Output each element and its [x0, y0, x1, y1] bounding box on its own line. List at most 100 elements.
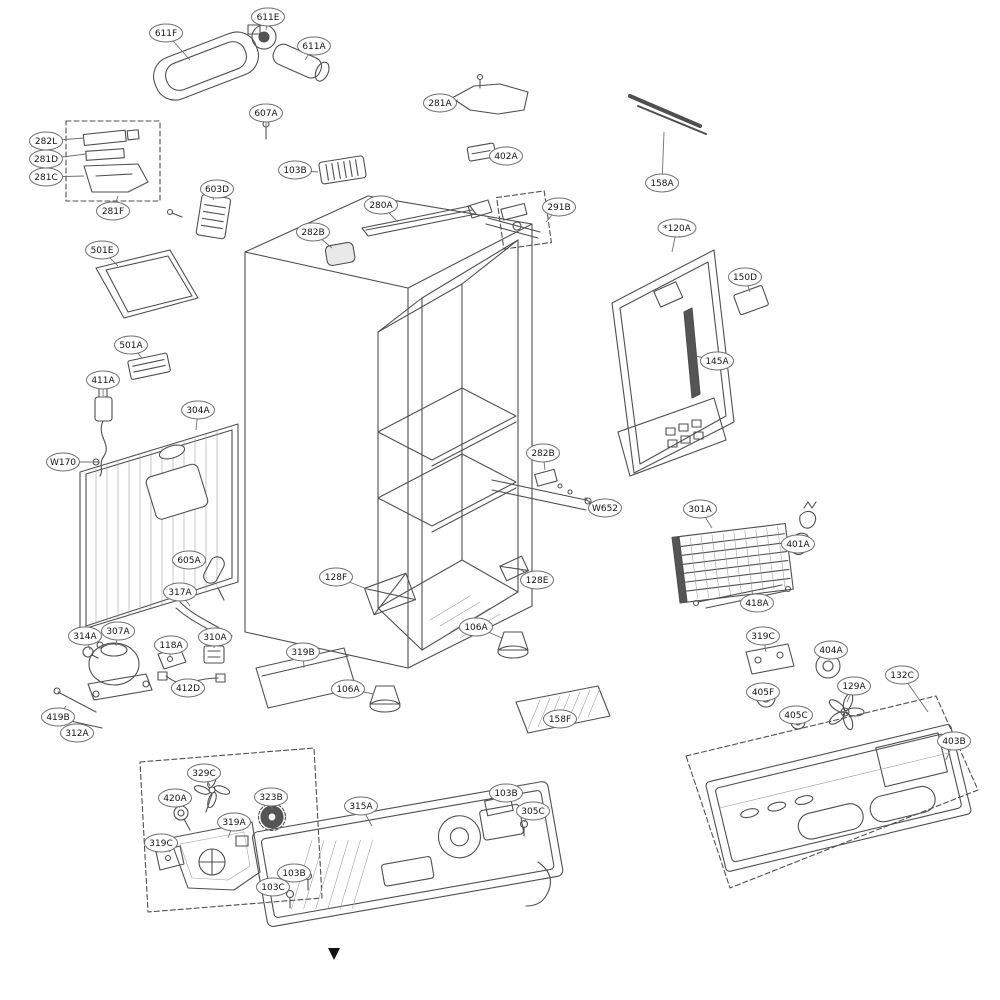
- svg-text:281A: 281A: [428, 99, 452, 109]
- callout-120A: *120A: [657, 218, 697, 238]
- callout-420A: 420A: [158, 788, 192, 808]
- svg-text:315A: 315A: [349, 802, 373, 812]
- svg-text:319C: 319C: [149, 839, 172, 849]
- callout-319C: 319C: [746, 626, 780, 646]
- svg-text:118A: 118A: [159, 641, 183, 651]
- svg-text:605A: 605A: [177, 556, 201, 566]
- svg-text:103B: 103B: [494, 789, 517, 799]
- callout-319A: 319A: [217, 812, 251, 832]
- callout-404A: 404A: [814, 640, 848, 660]
- svg-text:128F: 128F: [325, 573, 347, 583]
- svg-text:W170: W170: [50, 458, 76, 468]
- screw-W170: [92, 458, 100, 466]
- rail-parts-282B: [491, 468, 592, 511]
- tray-501E: [95, 249, 199, 319]
- relay-box-310A: [203, 645, 225, 664]
- drain-hose: [525, 861, 552, 907]
- power-cord-411A: [94, 388, 113, 477]
- callout-401A: 401A: [781, 534, 815, 554]
- callout-310A: 310A: [198, 627, 232, 647]
- svg-text:281F: 281F: [102, 207, 124, 217]
- callout-607A: 607A: [249, 103, 283, 123]
- callout-314A: 314A: [68, 626, 102, 646]
- registration-mark: [328, 948, 340, 960]
- svg-text:106A: 106A: [336, 685, 360, 695]
- svg-text:312A: 312A: [65, 729, 89, 739]
- svg-text:304A: 304A: [186, 406, 210, 416]
- svg-text:404A: 404A: [819, 646, 843, 656]
- callout-150D: 150D: [728, 267, 762, 287]
- svg-text:329C: 329C: [192, 769, 215, 779]
- base-tray-315A: [251, 781, 564, 927]
- svg-text:401A: 401A: [786, 540, 810, 550]
- cap-282B-top: [324, 241, 356, 267]
- svg-text:132C: 132C: [890, 671, 913, 681]
- leveling-foot-106A-left: [369, 685, 401, 713]
- svg-text:103B: 103B: [283, 166, 306, 176]
- fan-blade-129A: [828, 692, 865, 731]
- svg-text:150D: 150D: [733, 273, 757, 283]
- svg-text:307A: 307A: [106, 627, 130, 637]
- hinge-parts-box-281: [65, 120, 161, 202]
- callout-282L: 282L: [29, 131, 63, 151]
- svg-text:501A: 501A: [119, 341, 143, 351]
- callout-319B: 319B: [286, 642, 320, 662]
- leveling-foot-106A-right: [497, 631, 529, 659]
- callout-304A: 304A: [181, 400, 215, 420]
- callout-611A: 611A: [297, 36, 331, 56]
- svg-text:305C: 305C: [521, 807, 544, 817]
- svg-text:282B: 282B: [301, 228, 324, 238]
- callout-319C: 319C: [144, 833, 178, 853]
- rear-panel-304A: [79, 423, 239, 631]
- diagram-line-art: [53, 24, 979, 960]
- svg-text:158F: 158F: [549, 715, 571, 725]
- svg-text:W652: W652: [592, 504, 618, 514]
- svg-text:280A: 280A: [369, 201, 393, 211]
- callout-129A: 129A: [837, 676, 871, 696]
- svg-text:607A: 607A: [254, 109, 278, 119]
- callout-405C: 405C: [779, 705, 813, 725]
- svg-text:403B: 403B: [942, 737, 965, 747]
- fan-bracket-319C: [745, 643, 795, 675]
- drier-605A: [203, 556, 225, 601]
- svg-text:129A: 129A: [842, 682, 866, 692]
- svg-text:282L: 282L: [35, 137, 57, 147]
- callout-282B: 282B: [526, 443, 560, 463]
- callout-103C: 103C: [256, 877, 290, 897]
- svg-text:*120A: *120A: [663, 224, 692, 234]
- callout-W170: W170: [46, 452, 80, 472]
- callout-405F: 405F: [746, 682, 780, 702]
- callout-106A: 106A: [331, 679, 365, 699]
- callout-329C: 329C: [187, 763, 221, 783]
- callout-323B: 323B: [254, 787, 288, 807]
- svg-text:611A: 611A: [302, 42, 326, 52]
- callout-605A: 605A: [172, 550, 206, 570]
- base-cover-403B: [685, 695, 979, 889]
- vent-103B-top: [318, 155, 367, 185]
- compressor-307A: [82, 641, 153, 701]
- svg-text:319A: 319A: [222, 818, 246, 828]
- bracket-501A: [127, 352, 171, 380]
- hinge-291B: [467, 190, 552, 250]
- svg-text:418A: 418A: [745, 599, 769, 609]
- svg-text:611E: 611E: [257, 13, 280, 23]
- drawer-guide-128F: [363, 572, 417, 616]
- trim-strips-158A: [628, 94, 707, 135]
- bracket-281A: [451, 73, 529, 115]
- callout-103B: 103B: [489, 783, 523, 803]
- callout-103B: 103B: [278, 160, 312, 180]
- svg-text:314A: 314A: [73, 632, 97, 642]
- cover-603D: [166, 193, 232, 240]
- callout-158F: 158F: [543, 709, 577, 729]
- callout-419B: 419B: [41, 707, 75, 727]
- svg-text:317A: 317A: [168, 588, 192, 598]
- svg-text:611F: 611F: [155, 29, 177, 39]
- callout-418A: 418A: [740, 593, 774, 613]
- svg-text:106A: 106A: [464, 623, 488, 633]
- svg-text:603D: 603D: [205, 185, 229, 195]
- svg-text:419B: 419B: [46, 713, 69, 723]
- evaporator-301A: [671, 523, 794, 604]
- callout-281A: 281A: [423, 93, 457, 113]
